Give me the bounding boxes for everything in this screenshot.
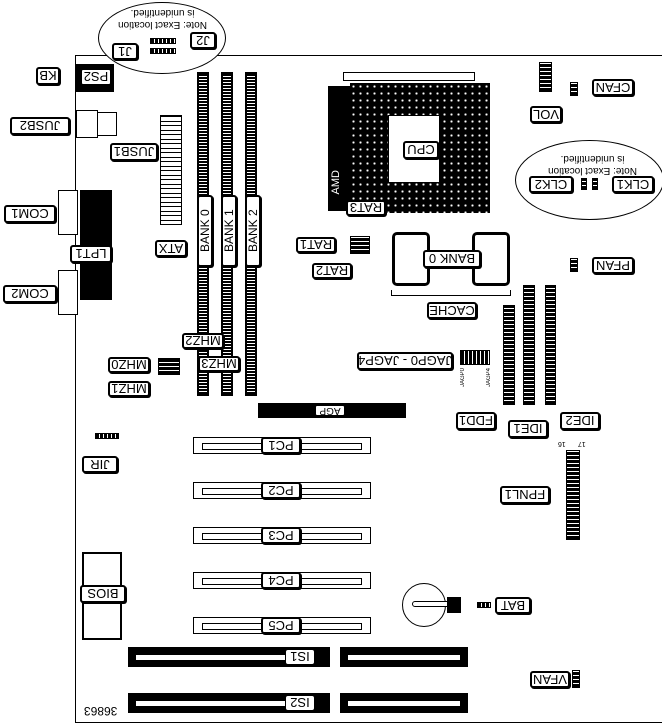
mhz-jumper-block — [158, 358, 180, 375]
label-bank1: BANK 1 — [221, 195, 237, 267]
board-outline — [75, 55, 662, 723]
label-is1: IS1 — [285, 649, 315, 665]
battery-clip — [412, 601, 452, 607]
label-mhz2: MHZ2 — [182, 333, 224, 349]
j2-header — [150, 38, 176, 44]
label-cfan: CFAN — [592, 79, 634, 96]
clk1-jumper — [592, 178, 598, 190]
atx-connector — [160, 115, 182, 225]
label-is2: IS2 — [285, 695, 315, 711]
label-jagp: JAGP0 - JAGP4 — [357, 352, 453, 370]
label-ide1: IDE1 — [508, 420, 548, 438]
label-cpu: CPU — [403, 141, 439, 159]
pfan-header — [570, 258, 578, 272]
ide1-header — [523, 285, 535, 405]
label-lpt1: LPT1 — [70, 245, 112, 263]
label-j1: J1 — [112, 43, 138, 60]
label-pc4: PC4 — [261, 572, 301, 589]
com1-port — [58, 190, 78, 235]
label-j2: J2 — [190, 32, 216, 49]
usb-connector — [76, 110, 98, 138]
label-com1: COM1 — [4, 205, 56, 223]
rat-jumper-block — [350, 236, 370, 254]
label-rat2: RAT2 — [312, 263, 352, 279]
isa-slot-2-right — [340, 693, 468, 713]
cpu-lever — [343, 72, 475, 81]
label-jir: JIR — [82, 456, 118, 473]
label-rat1: RAT1 — [296, 237, 336, 253]
bank2-text: BANK 2 — [246, 209, 260, 253]
label-pc5: PC5 — [261, 617, 301, 634]
note-right: Note: Exact location is unidentified. — [548, 153, 637, 176]
label-cache: CACHE — [427, 302, 477, 319]
figure-id: 36863 — [84, 704, 118, 718]
label-pc2: PC2 — [261, 482, 301, 499]
label-bat: BAT — [495, 597, 531, 614]
amd-strip — [328, 86, 350, 211]
vol-header — [539, 62, 552, 92]
jagp-header — [460, 350, 490, 365]
label-mhz0: MHZ0 — [108, 357, 150, 373]
j1-header — [150, 48, 176, 54]
ide2-header — [545, 285, 556, 405]
isa-slot-1-right — [340, 647, 468, 667]
usb-connector-2 — [97, 112, 117, 136]
bank0-text: BANK 0 — [198, 209, 212, 253]
jagp0-text: JAGP0 — [460, 368, 466, 388]
label-agp: AGP — [314, 404, 346, 417]
isa-slot-1 — [128, 647, 330, 667]
label-pc3: PC3 — [261, 527, 301, 544]
bat-jumper — [477, 602, 491, 608]
label-mhz3: MHZ3 — [198, 356, 240, 372]
label-rat3: RAT3 — [346, 200, 386, 216]
label-clk1: CLK1 — [612, 176, 654, 193]
label-mhz1: MHZ1 — [108, 381, 150, 397]
label-vol: VOL — [530, 106, 562, 123]
label-ps2: PS2 — [80, 68, 112, 86]
label-bank0: BANK 0 — [197, 195, 213, 267]
label-bank2: BANK 2 — [245, 195, 261, 267]
label-kb: KB — [36, 67, 60, 85]
label-com2: COM2 — [3, 285, 57, 303]
bank1-text: BANK 1 — [222, 209, 236, 253]
amd-text: AMD — [330, 170, 342, 195]
cfan-header — [570, 82, 578, 96]
label-clk2: CLK2 — [529, 176, 573, 193]
cache-bracket — [391, 290, 511, 296]
label-jusb2: JUSB2 — [10, 117, 70, 135]
label-atx: ATX — [155, 240, 187, 257]
label-vfan: VFAN — [530, 671, 570, 688]
label-fdd1: FDD1 — [456, 412, 496, 430]
pin17-text: 17 — [578, 440, 586, 447]
battery-holder — [447, 597, 461, 613]
label-jusb1: JUSB1 — [110, 143, 158, 161]
isa-slot-2 — [128, 693, 330, 713]
label-cache-bank0: BANK 0 — [423, 250, 481, 268]
pin16-text: 16 — [558, 440, 566, 447]
label-fpnl1: FPNL1 — [500, 486, 550, 504]
label-pfan: PFAN — [592, 257, 634, 274]
fdd1-header — [503, 305, 515, 405]
vfan-header — [572, 670, 580, 688]
label-ide2: IDE2 — [560, 412, 600, 430]
label-pc1: PC1 — [261, 437, 301, 454]
jagp4-text: JAGP4 — [486, 368, 492, 388]
jir-header — [95, 433, 119, 439]
note-top: Note: Exact location is unidentified. — [118, 7, 207, 30]
label-bios: BIOS — [80, 585, 126, 603]
clk2-jumper — [581, 178, 587, 190]
fpnl1-header — [566, 450, 580, 540]
com2-port — [58, 270, 78, 315]
